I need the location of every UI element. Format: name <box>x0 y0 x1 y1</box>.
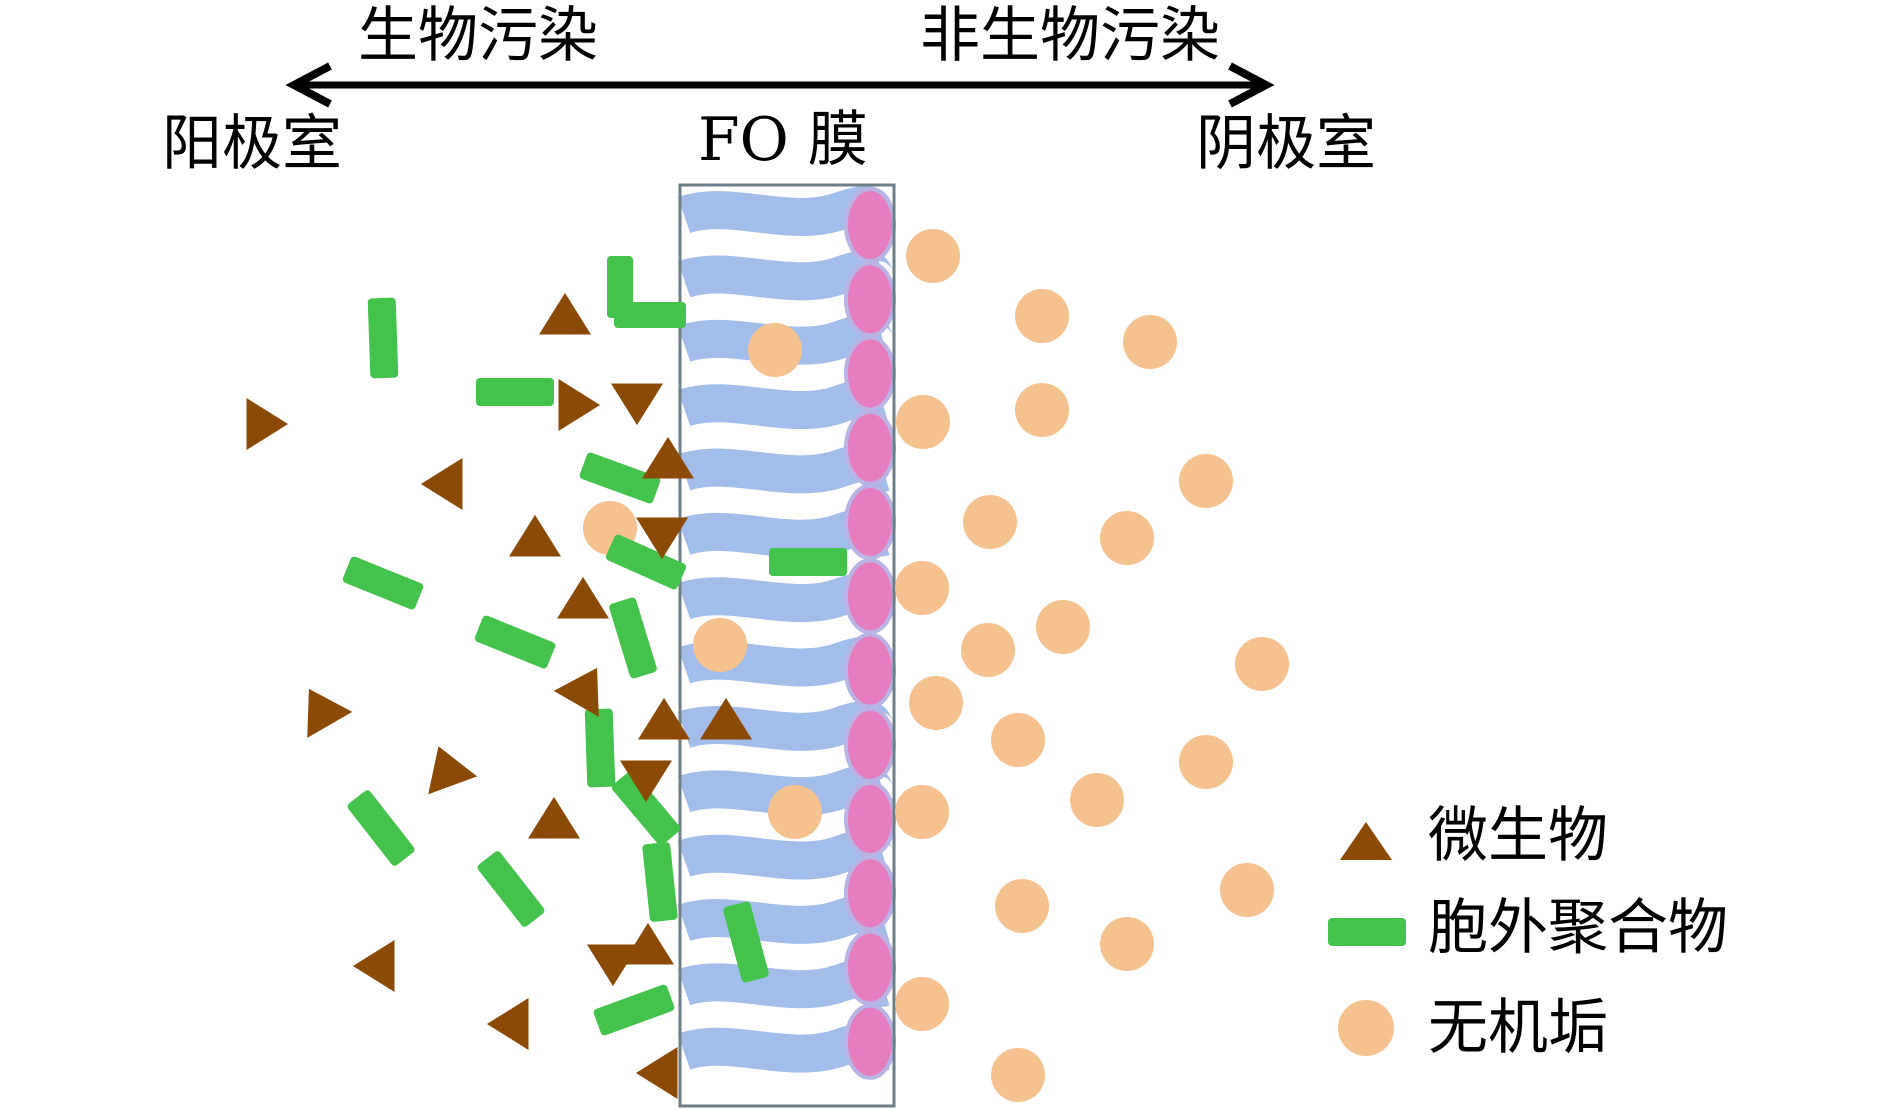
eps-particle <box>579 452 661 504</box>
eps-particle <box>609 597 657 679</box>
legend-microbe-icon <box>1340 822 1392 860</box>
active-layer-bead <box>844 632 896 709</box>
microbe-particle <box>428 746 478 795</box>
membrane-border <box>678 183 896 1108</box>
inorganic-scale-particle <box>1015 289 1069 343</box>
microbe-particle <box>587 944 639 987</box>
bio-fouling-label: 生物污染 <box>358 1 598 71</box>
eps-particle <box>642 842 678 922</box>
inorganic-scale-particle <box>1100 917 1154 971</box>
cathode-chamber-label: 阴极室 <box>1196 109 1376 179</box>
active-layer-bead <box>844 187 896 263</box>
anode-chamber-label: 阳极室 <box>162 109 342 179</box>
microbe-particle <box>553 667 599 717</box>
active-layer-bead <box>844 1003 896 1080</box>
microbe-particle <box>558 379 601 431</box>
inorganic-scale-particle <box>1015 383 1069 437</box>
microbe-particle <box>557 576 609 619</box>
active-layer-bead <box>844 706 896 783</box>
inorganic-scale-particle <box>693 618 747 672</box>
legend-scale-icon <box>1338 1000 1394 1056</box>
inorganic-scale-particle <box>906 229 960 283</box>
active-layer-bead <box>844 781 896 857</box>
inorganic-scale-particle <box>1070 773 1124 827</box>
legend <box>1328 822 1406 1056</box>
inorganic-scale-particle <box>1123 315 1177 369</box>
active-layer-bead <box>844 558 896 635</box>
eps-particle <box>593 984 675 1036</box>
active-layer-bead <box>844 335 896 412</box>
microbe-particle <box>246 398 289 450</box>
membrane-support-strand <box>677 829 893 880</box>
eps-particle <box>342 556 424 610</box>
microbe-particle <box>420 458 463 510</box>
legend-eps-label: 胞外聚合物 <box>1428 893 1728 963</box>
microbe-particle <box>638 697 690 740</box>
inorganic-scale-particle <box>1100 511 1154 565</box>
inorganic-scale-particle <box>963 495 1017 549</box>
inorganic-scale-particle <box>991 713 1045 767</box>
inorganic-scale-particle <box>895 785 949 839</box>
active-layer-bead <box>844 261 896 338</box>
eps-particle <box>723 901 769 983</box>
microbe-particle <box>700 697 752 740</box>
eps-particle <box>611 770 681 846</box>
legend-eps-icon <box>1328 918 1406 946</box>
microbe-particle <box>486 998 529 1050</box>
microbe-particle <box>539 292 591 335</box>
inorganic-scale-particle <box>895 977 949 1031</box>
inorganic-scale-particle <box>1179 454 1233 508</box>
eps-particle <box>605 534 687 590</box>
microbe-particle <box>620 760 672 803</box>
eps-particle <box>476 378 554 406</box>
inorganic-scale-particle <box>1036 600 1090 654</box>
eps-particle <box>367 297 399 379</box>
inorganic-scale-particle <box>1220 863 1274 917</box>
arrow-head-right <box>1228 62 1275 108</box>
microbe-particle <box>611 383 663 426</box>
legend-microbe-label: 微生物 <box>1428 801 1608 871</box>
inorganic-scale-particle <box>991 1048 1045 1102</box>
eps-particle <box>584 708 616 788</box>
abio-fouling-label: 非生物污染 <box>920 1 1220 71</box>
active-layer-bead <box>844 855 896 932</box>
eps-particle <box>769 548 847 576</box>
active-layer-bead <box>844 929 896 1006</box>
microbe-particle <box>622 922 674 965</box>
microbe-particle <box>352 940 395 992</box>
microbe-particle <box>636 517 688 560</box>
active-layer-bead <box>844 409 896 486</box>
inorganic-scale-particle <box>896 395 950 449</box>
inorganic-scale-particle <box>895 561 949 615</box>
arrow-head-left <box>285 62 332 108</box>
microbe-particle <box>642 436 694 479</box>
active-layer-bead <box>844 484 896 560</box>
eps-layer <box>342 256 847 1036</box>
inorganic-scale-particle <box>768 785 822 839</box>
inorganic-scale-particle <box>909 676 963 730</box>
legend-scale-label: 无机垢 <box>1428 993 1608 1063</box>
microbe-particle <box>528 796 580 839</box>
inorganic-scale-particle <box>995 879 1049 933</box>
microbe-particle <box>635 1047 678 1099</box>
microbe-particle <box>509 514 561 557</box>
eps-particle <box>477 851 545 927</box>
eps-particle <box>347 790 415 866</box>
eps-particle <box>474 615 556 669</box>
inorganic-scale-particle <box>748 323 802 377</box>
inorganic-scale-particle <box>1235 637 1289 691</box>
inorganic-scale-particle <box>1179 735 1233 789</box>
double-arrow <box>285 62 1275 108</box>
microbe-particle <box>307 688 353 738</box>
membrane-label: FO 膜 <box>698 105 868 175</box>
microbe-layer <box>246 292 752 1099</box>
inorganic-scale-particle <box>961 623 1015 677</box>
eps-particle <box>614 302 686 328</box>
